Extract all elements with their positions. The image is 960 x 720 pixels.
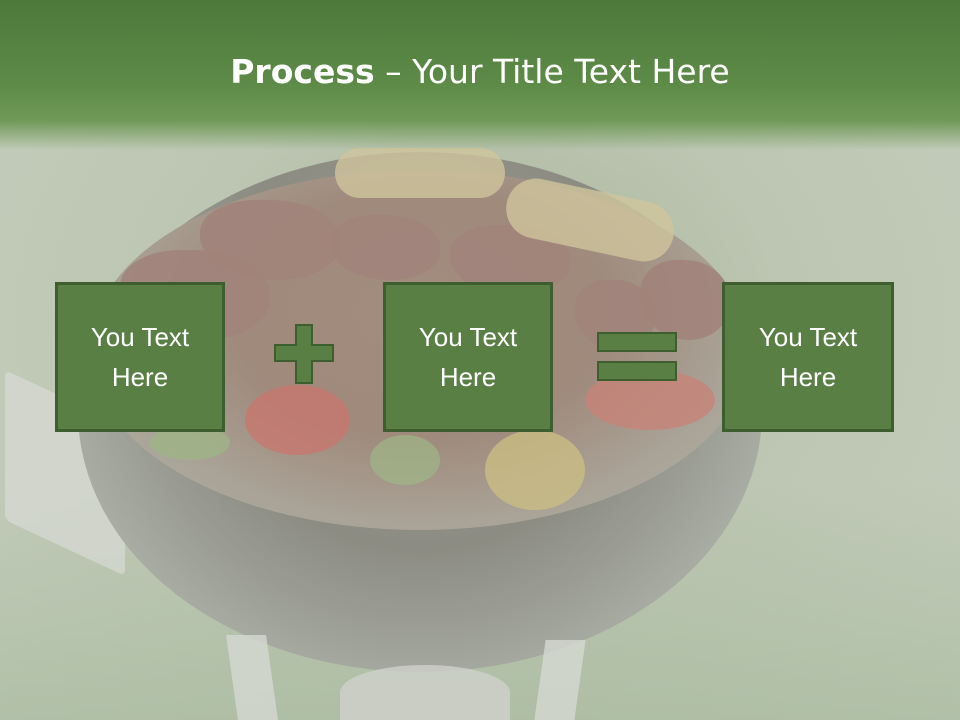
meat-piece xyxy=(640,260,730,340)
corn-cob xyxy=(335,148,505,198)
green-pepper xyxy=(370,435,440,485)
box-text-line2: Here xyxy=(439,362,497,392)
title-bold: Process xyxy=(230,52,375,91)
box-text-line1: You Text xyxy=(758,322,858,352)
red-pepper xyxy=(245,385,350,455)
title-rest: – Your Title Text Here xyxy=(374,52,730,91)
title-bar xyxy=(0,0,960,150)
meat-piece xyxy=(330,215,440,280)
box-text-line2: Here xyxy=(779,362,837,392)
yellow-pepper xyxy=(485,430,585,510)
grill-ash-catcher xyxy=(340,665,510,720)
box-text-line2: Here xyxy=(111,362,169,392)
box-text-line1: You Text xyxy=(418,322,518,352)
slide-title: Process – Your Title Text Here xyxy=(0,52,960,91)
box-text-line1: You Text xyxy=(90,322,190,352)
